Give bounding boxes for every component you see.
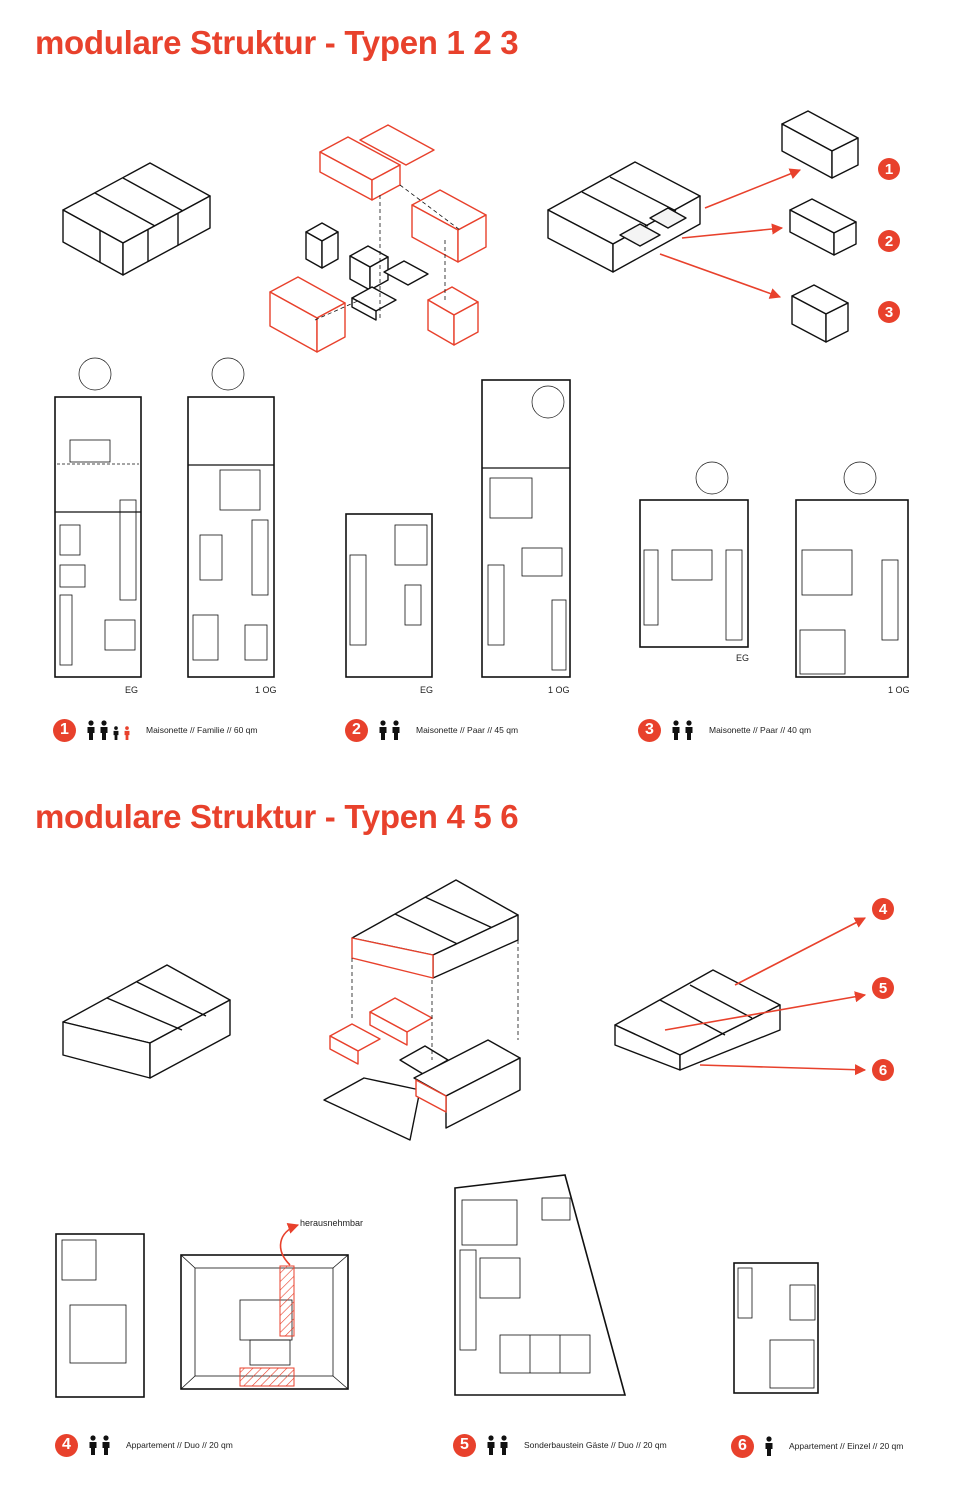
type-number-badge: 3	[638, 718, 661, 742]
floor-label-1-eg: EG	[125, 685, 138, 695]
persons-icons	[378, 720, 404, 740]
person-icon	[102, 1435, 110, 1455]
axon-block-1b	[547, 161, 701, 273]
person-icon	[87, 720, 95, 740]
persons-icons	[86, 720, 134, 740]
person-icon	[765, 1436, 773, 1456]
person-icon	[379, 720, 387, 740]
plans-type-3	[639, 461, 909, 678]
persons-icons	[764, 1436, 777, 1456]
legend-type-6: 6 Appartement // Einzel // 20 qm	[731, 1434, 903, 1458]
axon-block-2	[62, 964, 231, 1079]
legend-type-1: 1 Maisonette // Familie // 60 qm	[53, 718, 258, 742]
persons-icons	[88, 1435, 114, 1455]
type-number-badge: 1	[53, 718, 76, 742]
axon-block-2b	[614, 969, 781, 1071]
person-icon	[392, 720, 400, 740]
child-icon	[124, 726, 130, 740]
type-number-badge: 6	[731, 1434, 754, 1458]
arrows-1-2-3	[659, 168, 802, 299]
annotation-herausnehmbar: herausnehmbar	[300, 1218, 363, 1228]
floor-label-3-og: 1 OG	[888, 685, 910, 695]
type-label: Maisonette // Familie // 60 qm	[146, 725, 258, 735]
section-title-2: modulare Struktur - Typen 4 5 6	[35, 798, 519, 835]
type-label: Appartement // Einzel // 20 qm	[789, 1441, 904, 1451]
type-number-badge: 5	[453, 1433, 476, 1457]
floor-label-1-og: 1 OG	[255, 685, 277, 695]
floor-label-2-og: 1 OG	[548, 685, 570, 695]
person-icon	[89, 1435, 97, 1455]
plans-type-5	[454, 1174, 627, 1396]
plans-type-1	[54, 357, 275, 678]
person-icon	[100, 720, 108, 740]
arrows-4-5-6	[664, 917, 867, 1076]
legend-type-2: 2 Maisonette // Paar // 45 qm	[345, 718, 518, 742]
type-label: Maisonette // Paar // 40 qm	[709, 725, 812, 735]
person-icon	[672, 720, 680, 740]
floor-label-3-eg: EG	[736, 653, 749, 663]
section-title-1: modulare Struktur - Typen 1 2 3	[35, 24, 519, 61]
type-label: Maisonette // Paar // 45 qm	[416, 725, 519, 735]
exploded-modules-1	[269, 124, 487, 353]
legend-type-4: 4 Appartement // Duo // 20 qm	[55, 1433, 233, 1457]
persons-icons	[671, 720, 697, 740]
callout-6: 6	[872, 1059, 894, 1081]
plans-type-2	[345, 379, 571, 678]
legend-type-5: 5 Sonderbaustein Gäste // Duo // 20 qm	[453, 1433, 667, 1457]
child-icon	[113, 726, 119, 740]
person-icon	[500, 1435, 508, 1455]
callout-2: 2	[878, 230, 900, 252]
callout-3: 3	[878, 301, 900, 323]
plans-type-6	[733, 1262, 819, 1394]
persons-icons	[486, 1435, 512, 1455]
callout-4: 4	[872, 898, 894, 920]
legend-type-3: 3 Maisonette // Paar // 40 qm	[638, 718, 811, 742]
exploded-modules-2	[323, 879, 521, 1141]
floor-label-2-eg: EG	[420, 685, 433, 695]
type-number-badge: 4	[55, 1433, 78, 1457]
plans-type-4	[55, 1223, 349, 1398]
callout-1: 1	[878, 158, 900, 180]
axon-block-1	[62, 162, 211, 276]
type-label: Appartement // Duo // 20 qm	[126, 1440, 233, 1450]
callout-5: 5	[872, 977, 894, 999]
person-icon	[685, 720, 693, 740]
type-number-badge: 2	[345, 718, 368, 742]
modules-1-2-3	[781, 110, 859, 343]
person-icon	[487, 1435, 495, 1455]
type-label: Sonderbaustein Gäste // Duo // 20 qm	[524, 1440, 667, 1450]
